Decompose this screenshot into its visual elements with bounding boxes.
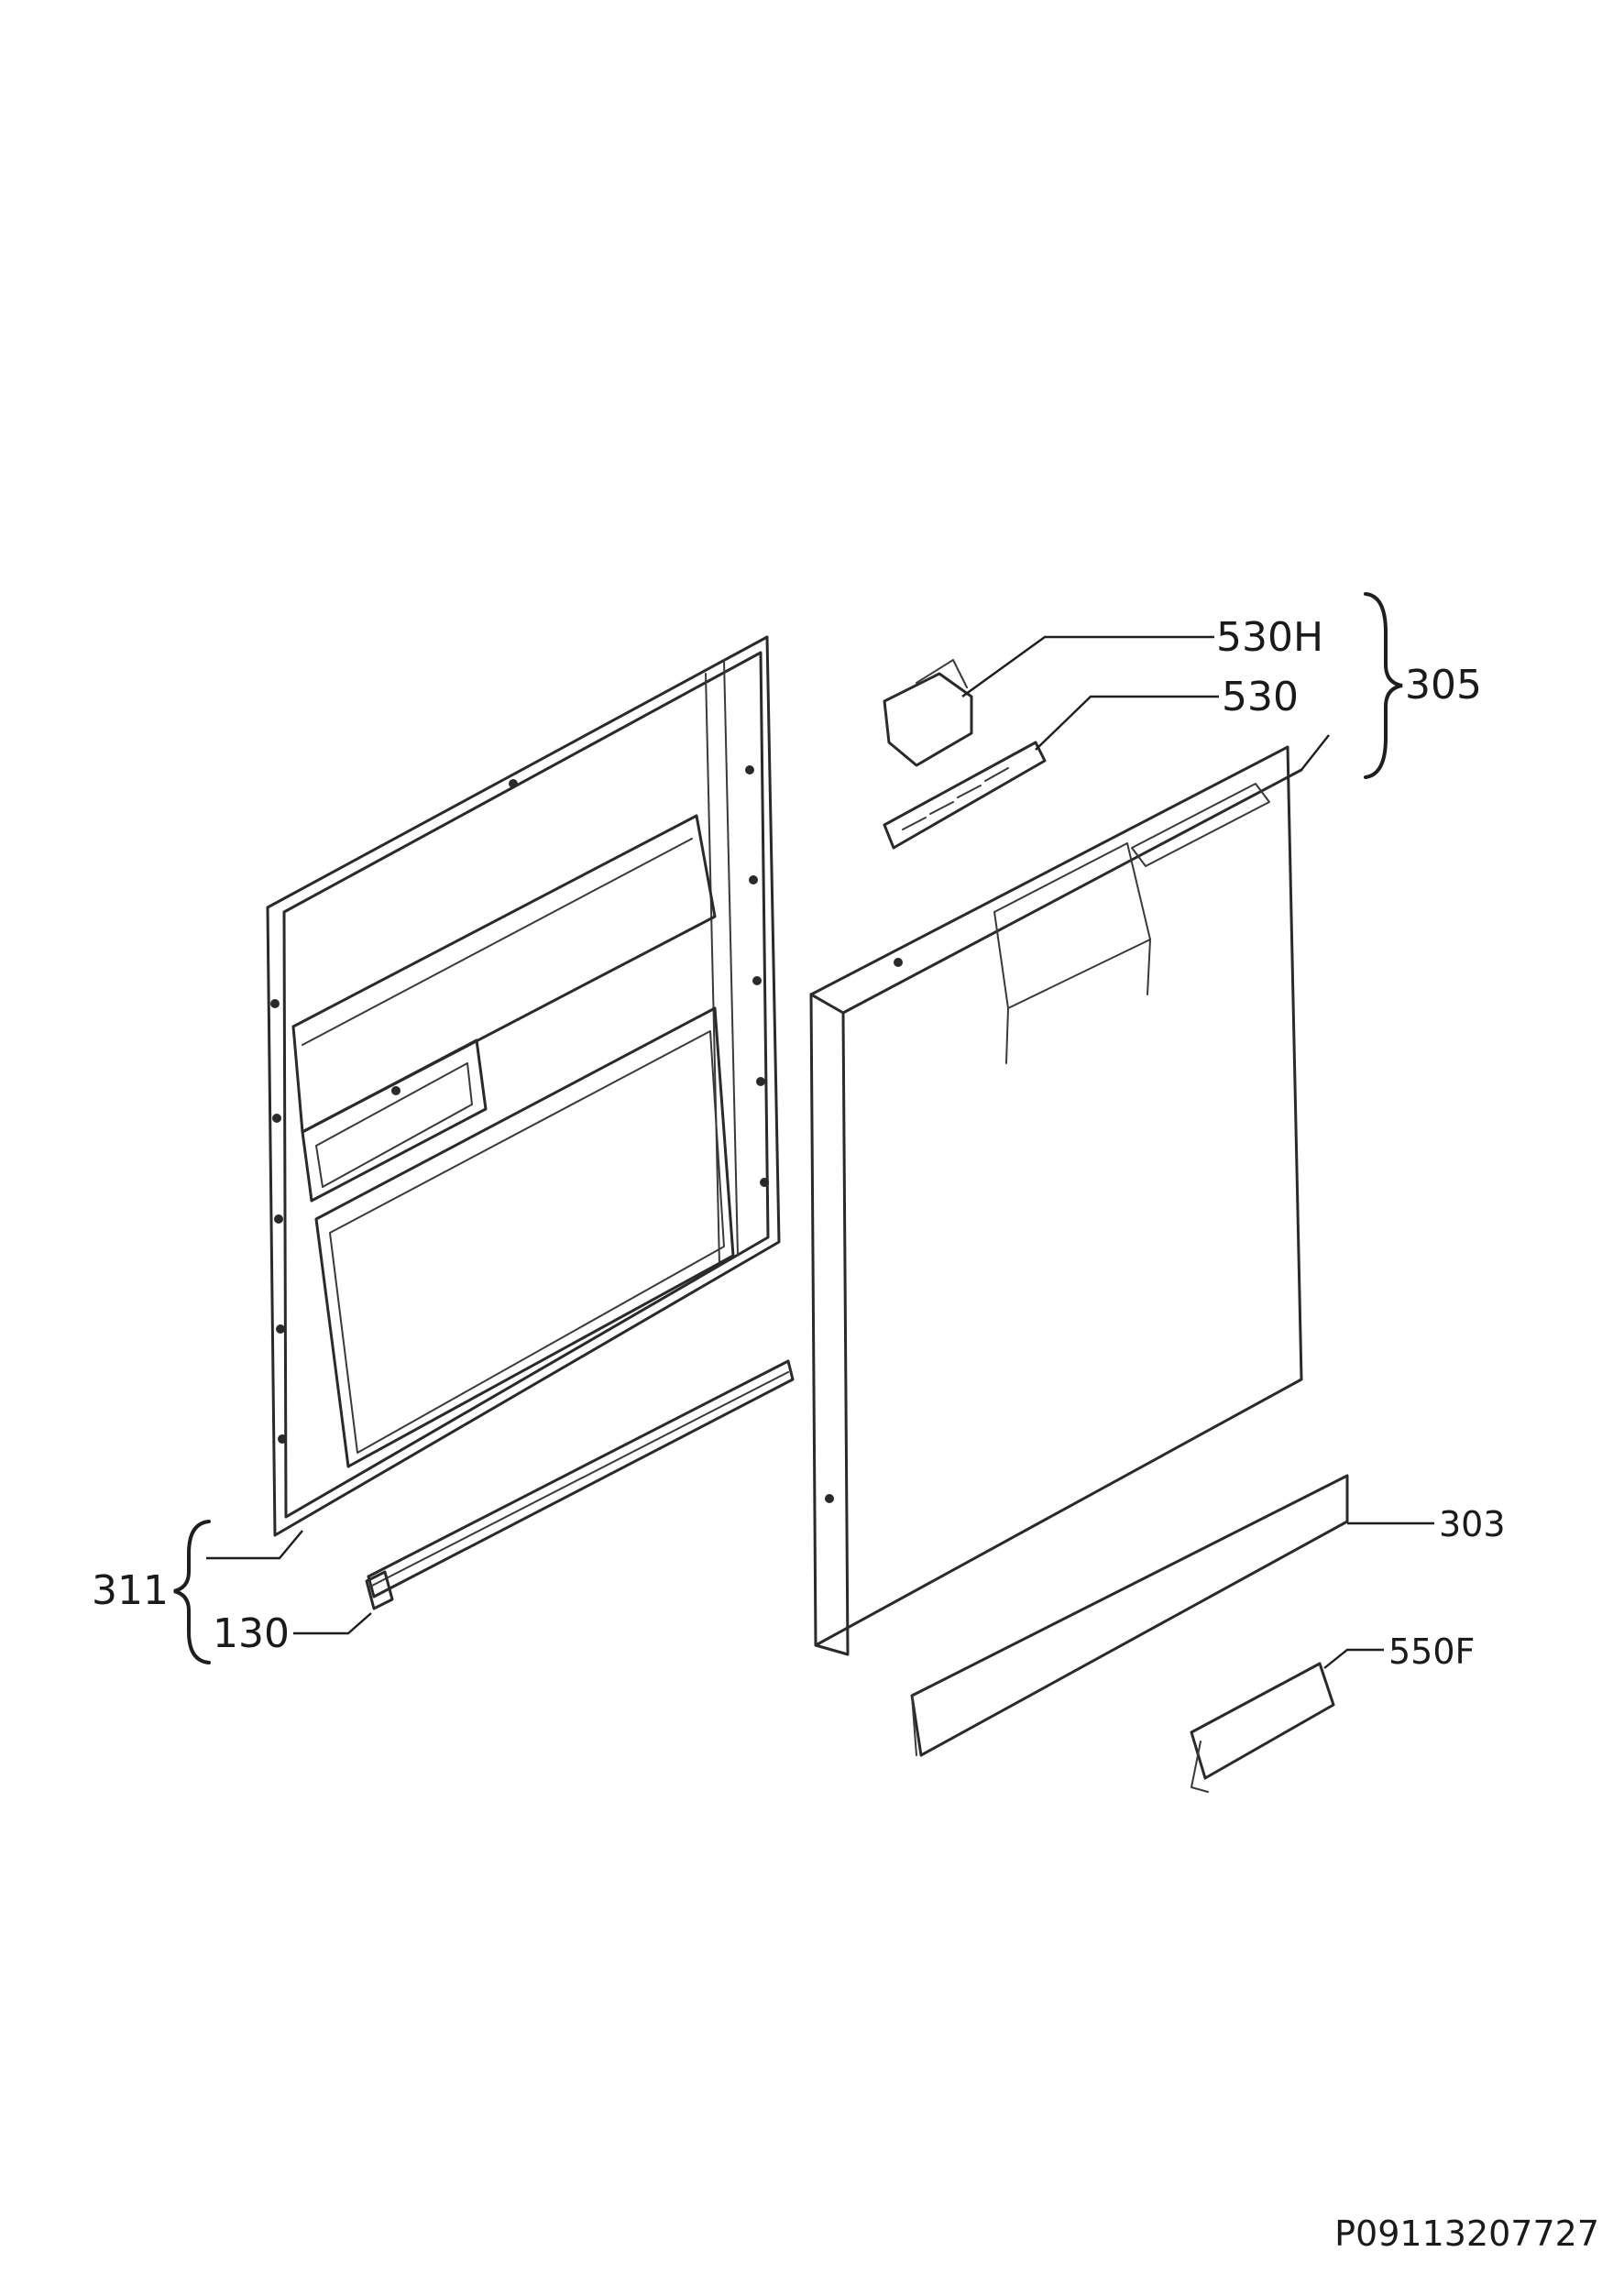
door-seal-strip	[365, 1359, 795, 1610]
leader-550F	[1323, 1648, 1384, 1669]
leader-530H	[961, 635, 1214, 698]
callout-550F: 550F	[1388, 1631, 1475, 1672]
leader-530	[1035, 695, 1219, 751]
callout-311: 311	[92, 1567, 169, 1614]
leader-130	[293, 1612, 372, 1635]
outer-door-panel	[809, 745, 1303, 1656]
brace-311	[173, 1520, 211, 1664]
callout-303: 303	[1439, 1504, 1506, 1544]
callout-305: 305	[1405, 662, 1482, 709]
strip-530	[883, 741, 1047, 850]
diagram-reference-code: P09113207727	[1334, 2214, 1599, 2254]
callout-130: 130	[213, 1610, 290, 1657]
leader-311	[206, 1530, 303, 1560]
kick-plate	[910, 1474, 1349, 1757]
handle-550F	[1190, 1662, 1335, 1793]
callout-530: 530	[1222, 674, 1299, 720]
brace-305	[1364, 592, 1403, 779]
inner-door-panel	[266, 635, 781, 1537]
callout-530H: 530H	[1216, 614, 1323, 661]
bracket-530H	[883, 659, 973, 767]
leader-305	[1300, 734, 1330, 771]
